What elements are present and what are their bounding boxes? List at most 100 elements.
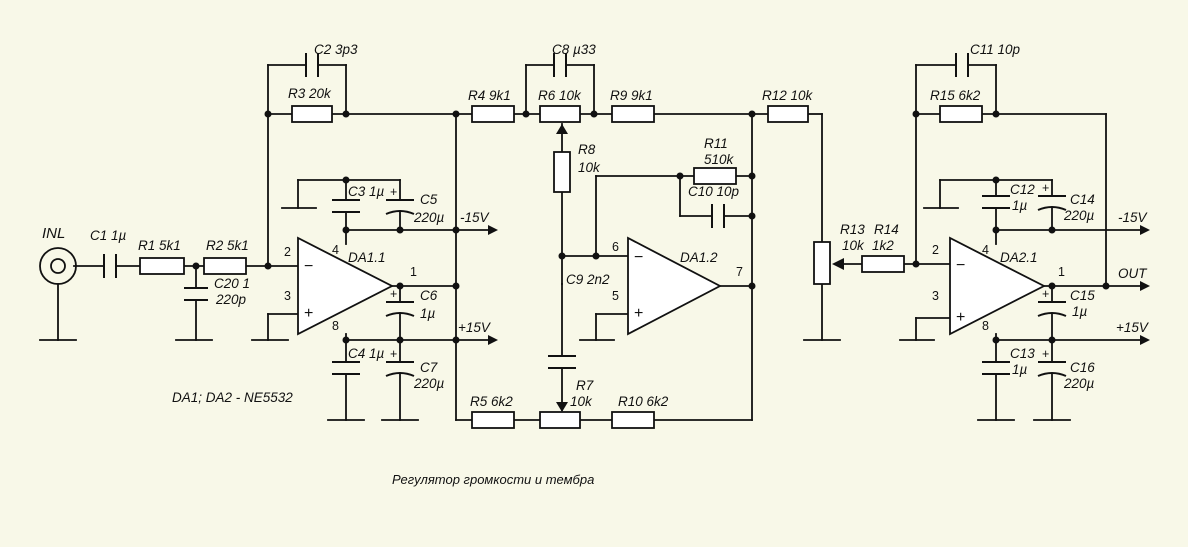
rail-pos-1: +15V	[458, 320, 492, 335]
label-r13-value: 10k	[842, 238, 865, 253]
label-c8: C8 µ33	[552, 42, 596, 57]
svg-text:−: −	[956, 257, 965, 274]
junction-dots	[192, 110, 1110, 344]
svg-text:+: +	[390, 347, 397, 361]
r13-wiper-arrow	[832, 258, 844, 270]
da11-inverting-sign: −	[304, 258, 313, 275]
input-jack	[39, 247, 77, 285]
label-c14-value: 220µ	[1063, 208, 1095, 223]
resistors	[139, 105, 983, 429]
label-r12: R12 10k	[762, 88, 814, 103]
label-c15-value: 1µ	[1072, 304, 1088, 319]
label-c13-value: 1µ	[1012, 362, 1028, 377]
resistor-r4	[471, 105, 515, 123]
opamp-da12: − +	[627, 236, 722, 336]
resistor-r8	[553, 151, 571, 193]
label-c2: C2 3p3	[314, 42, 358, 57]
label-da12: DA1.2	[680, 250, 718, 265]
label-r11-value: 510k	[704, 152, 735, 167]
label-c6: C6	[420, 288, 438, 303]
resistor-r11	[693, 167, 737, 185]
label-c20-value: 220p	[215, 292, 247, 307]
svg-text:−: −	[634, 249, 643, 266]
svg-text:5: 5	[612, 289, 619, 303]
svg-text:+: +	[390, 185, 397, 199]
label-c9: C9 2n2	[566, 272, 610, 287]
rail-pos-2: +15V	[1116, 320, 1150, 335]
potentiometer-r13	[813, 241, 831, 285]
input-label: INL	[42, 225, 65, 242]
resistor-r14	[861, 255, 905, 273]
resistor-r5	[471, 411, 515, 429]
label-r8-value: 10k	[578, 160, 601, 175]
rail-neg-2: -15V	[1118, 210, 1149, 225]
opamp-da21: − +	[949, 236, 1046, 336]
label-c20: C20 1	[214, 276, 250, 291]
label-r7-value: 10k	[570, 394, 593, 409]
label-r14-value: 1k2	[872, 238, 894, 253]
label-c5-value: 220µ	[413, 210, 445, 225]
resistor-r10	[611, 411, 655, 429]
label-c11: C11 10p	[970, 42, 1021, 57]
r6-wiper-arrow	[556, 124, 568, 134]
label-c6-value: 1µ	[420, 306, 436, 321]
svg-text:3: 3	[932, 289, 939, 303]
label-r9: R9 9k1	[610, 88, 653, 103]
label-r3: R3 20k	[288, 86, 332, 101]
label-c5: C5	[420, 192, 438, 207]
svg-text:3: 3	[284, 289, 291, 303]
svg-text:+: +	[1042, 347, 1049, 361]
opamp-da11: − +	[297, 236, 394, 336]
label-da21: DA2.1	[1000, 250, 1038, 265]
label-c7-value: 220µ	[413, 376, 445, 391]
svg-text:2: 2	[932, 243, 939, 257]
svg-text:+: +	[1042, 181, 1049, 195]
label-r2: R2 5k1	[206, 238, 249, 253]
label-c16-value: 220µ	[1063, 376, 1095, 391]
label-c3: C3 1µ	[348, 184, 385, 199]
svg-text:1: 1	[410, 265, 417, 279]
resistor-r7	[539, 411, 581, 429]
rail-neg-1: -15V	[460, 210, 491, 225]
label-r14: R14	[874, 222, 899, 237]
svg-text:+: +	[634, 305, 643, 322]
svg-text:4: 4	[982, 243, 989, 257]
resistor-r1	[139, 257, 185, 275]
pin-numbers: 2 3 4 8 1 6 5 7 2 3 4 8 1	[284, 240, 1065, 333]
label-r10: R10 6k2	[618, 394, 669, 409]
svg-text:4: 4	[332, 243, 339, 257]
label-r15: R15 6k2	[930, 88, 981, 103]
label-c15: C15	[1070, 288, 1095, 303]
label-r6: R6 10k	[538, 88, 582, 103]
label-c7: C7	[420, 360, 438, 375]
svg-text:+: +	[956, 309, 965, 326]
label-c1: C1 1µ	[90, 228, 127, 243]
component-labels: C1 1µ R1 5k1 R2 5k1 C20 1 220p C2 3p3 R3…	[90, 42, 1095, 409]
resistor-r9	[611, 105, 655, 123]
label-r7: R7	[576, 378, 594, 393]
output-label: OUT	[1118, 266, 1148, 281]
svg-text:8: 8	[982, 319, 989, 333]
label-c12-value: 1µ	[1012, 198, 1028, 213]
label-r4: R4 9k1	[468, 88, 511, 103]
da11-noninverting-sign: +	[304, 305, 313, 322]
svg-text:+: +	[390, 287, 397, 301]
label-da11: DA1.1	[348, 250, 386, 265]
svg-text:6: 6	[612, 240, 619, 254]
capacitor-plates	[103, 53, 1067, 377]
svg-text:8: 8	[332, 319, 339, 333]
label-r11: R11	[704, 136, 728, 151]
label-c16: C16	[1070, 360, 1095, 375]
svg-text:7: 7	[736, 265, 743, 279]
label-c4: C4 1µ	[348, 346, 385, 361]
resistor-r2	[203, 257, 247, 275]
label-r1: R1 5k1	[138, 238, 181, 253]
polarity-marks: + + + + + +	[390, 181, 1049, 361]
label-c12: C12	[1010, 182, 1035, 197]
svg-text:2: 2	[284, 245, 291, 259]
label-r13: R13	[840, 222, 865, 237]
resistor-r12	[767, 105, 809, 123]
svg-text:1: 1	[1058, 265, 1065, 279]
caption: Регулятор громкости и тембра	[392, 472, 594, 487]
